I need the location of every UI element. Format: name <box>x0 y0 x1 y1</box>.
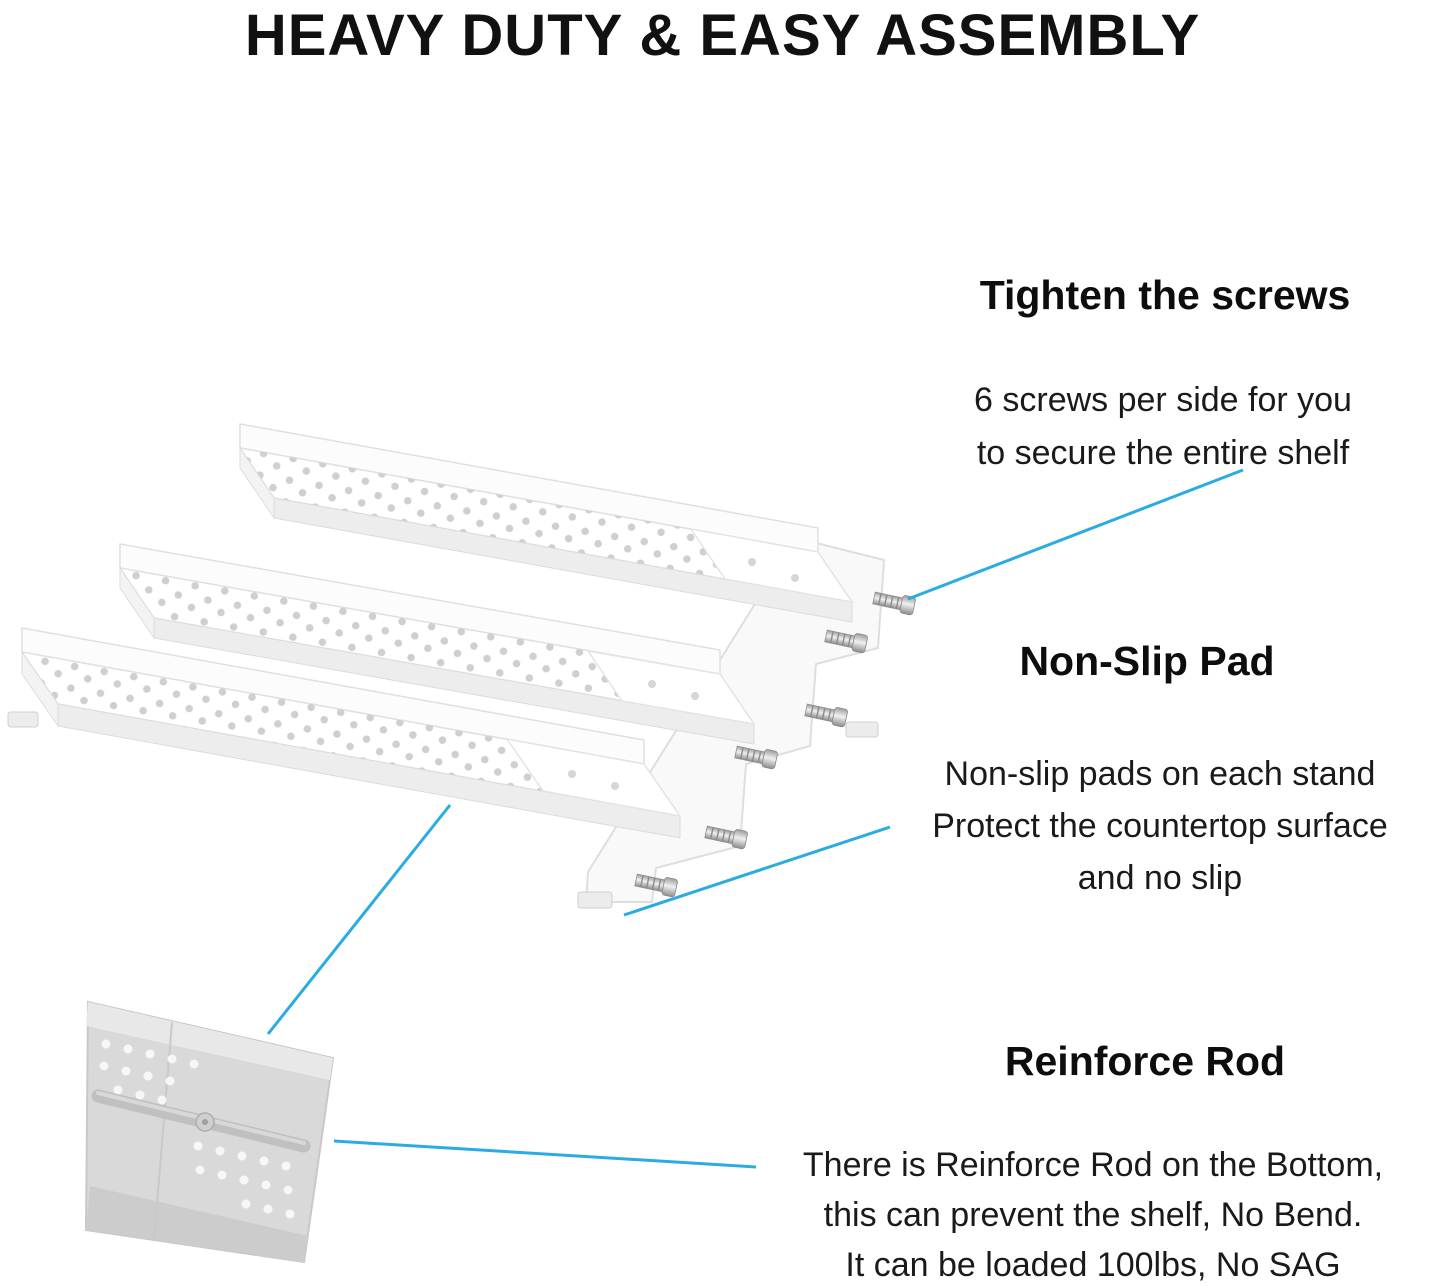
leader-line-non-slip-pad <box>623 825 891 917</box>
tighten-screws-body-line-2: to secure the entire shelf <box>976 434 1350 472</box>
tighten-screws-body: 6 screws per side for you to secure the … <box>903 374 1423 480</box>
non-slip-pad-body: Non-slip pads on each stand Protect the … <box>880 748 1440 904</box>
page-title: HEAVY DUTY & EASY ASSEMBLY <box>244 3 1201 68</box>
non-slip-foot-pad <box>577 891 613 909</box>
non-slip-pad-body-line-3: and no slip <box>1077 859 1243 897</box>
reinforce-rod-body-line-2: this can prevent the shelf, No Bend. <box>823 1196 1363 1234</box>
tighten-screws-body-line-1: 6 screws per side for you <box>974 381 1352 419</box>
reinforce-rod-inset <box>84 1000 335 1264</box>
non-slip-pad-body-line-1: Non-slip pads on each stand <box>944 755 1376 793</box>
leader-line-screws <box>907 468 1244 601</box>
tier-1-shelf <box>238 423 854 623</box>
reinforce-rod-heading: Reinforce Rod <box>1004 1038 1286 1084</box>
tighten-screws-heading: Tighten the screws <box>979 272 1351 318</box>
non-slip-foot-pad <box>7 711 39 728</box>
reinforce-rod-body: There is Reinforce Rod on the Bottom, th… <box>743 1140 1443 1288</box>
leader-line-shelf-to-inset <box>266 804 452 1035</box>
reinforce-rod-body-line-3: It can be loaded 100lbs, No SAG <box>845 1246 1341 1284</box>
tier-2-shelf <box>118 543 756 745</box>
leader-lines <box>266 468 1244 1169</box>
tier-3-shelf <box>7 627 682 839</box>
leader-line-inset-to-text <box>333 1139 757 1169</box>
non-slip-pad-heading: Non-Slip Pad <box>1019 638 1275 684</box>
non-slip-pad-body-line-2: Protect the countertop surface <box>932 807 1388 845</box>
perforation-holes <box>99 1039 295 1219</box>
reinforce-rod-body-line-1: There is Reinforce Rod on the Bottom, <box>802 1146 1384 1184</box>
non-slip-foot-pad <box>845 721 879 738</box>
